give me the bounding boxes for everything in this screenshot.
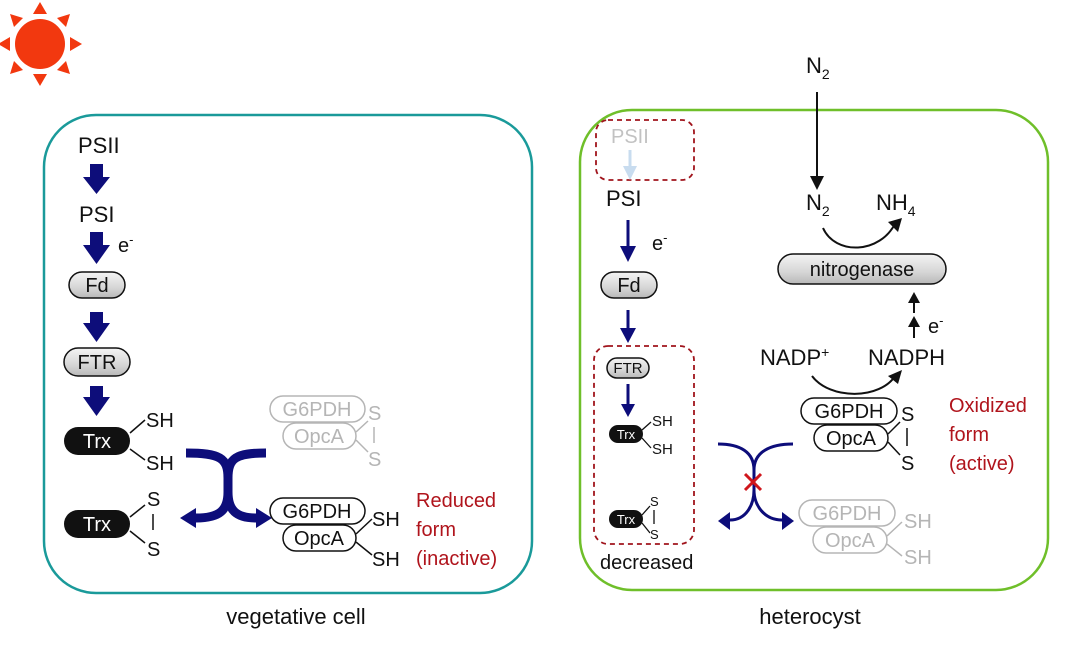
nitrogenase-enzyme: nitrogenase [777,253,947,285]
svg-text:G6PDH: G6PDH [283,501,352,523]
oxidized-form-label: Oxidized form (active) [949,395,1027,475]
svg-text:OpcA: OpcA [826,428,877,450]
svg-text:nitrogenase: nitrogenase [810,259,915,281]
psi-label: PSI [79,202,114,227]
ftr-protein: FTR [63,347,131,377]
svg-text:SH: SH [372,509,400,531]
psi-label-heterocyst: PSI [606,186,641,211]
g6pdh-opca-reduced: G6PDH OpcA SH SH [269,497,400,571]
svg-text:S: S [650,494,659,509]
disulfide-s-2: S [147,539,160,561]
svg-text:SH: SH [652,441,673,458]
svg-text:SH: SH [372,549,400,571]
g6pdh-opca-oxidized-faded: G6PDH OpcA S S [269,395,381,471]
reduced-form-label: Reduced form (inactive) [416,490,497,570]
svg-text:form: form [949,424,989,446]
svg-text:S: S [368,449,381,471]
fd-protein-heterocyst: Fd [600,271,658,299]
fd-protein: Fd [68,271,126,299]
heterocyst-caption: heterocyst [759,604,861,629]
svg-text:Trx: Trx [83,514,111,536]
nadp-to-nadph-arrow [811,374,897,395]
nadph-label: NADPH [868,345,945,370]
nh4-label: NH4 [876,190,916,219]
n2-external-label: N2 [806,53,830,82]
vegetative-cell-boundary [42,113,534,595]
svg-text:S: S [368,403,381,425]
trx-oxidized-heterocyst: Trx S S [609,494,659,542]
svg-text:SH: SH [904,547,932,569]
blocked-cross-icon [743,472,763,492]
svg-text:Reduced: Reduced [416,490,496,512]
thiol-sh-2: SH [146,453,174,475]
sun-icon [0,2,82,86]
svg-text:S: S [901,404,914,426]
svg-text:FTR: FTR [613,360,642,377]
blocked-exchange-arrow [717,442,794,522]
svg-text:(active): (active) [949,453,1015,475]
svg-text:FTR: FTR [78,352,117,374]
psii-label: PSII [78,133,120,158]
vegetative-cell-caption: vegetative cell [226,604,365,629]
svg-text:OpcA: OpcA [294,426,345,448]
svg-text:Trx: Trx [617,427,636,442]
electron-label-nadph: e- [928,313,943,338]
trx-oxidized: Trx [64,510,130,538]
svg-text:SH: SH [652,413,673,430]
thiol-exchange-arrow [185,448,267,523]
svg-text:G6PDH: G6PDH [815,401,884,423]
trx-reduced-heterocyst: Trx SH SH [609,413,673,458]
svg-text:(inactive): (inactive) [416,548,497,570]
svg-text:Trx: Trx [617,512,636,527]
n2-to-nh4-arrow [822,221,897,249]
electron-label: e- [118,232,133,257]
svg-text:Fd: Fd [617,275,640,297]
nadp-label: NADP+ [760,344,829,370]
svg-text:OpcA: OpcA [294,528,345,550]
svg-text:S: S [650,527,659,542]
svg-text:Fd: Fd [85,275,108,297]
g6pdh-opca-oxidized-active: G6PDH OpcA S S [800,397,914,475]
svg-text:G6PDH: G6PDH [813,503,882,525]
svg-text:form: form [416,519,456,541]
psii-faded-label: PSII [611,126,649,148]
electron-arrow-nadph-nitrogenase [908,292,920,338]
svg-text:S: S [901,453,914,475]
decreased-label: decreased [600,552,693,574]
g6pdh-opca-reduced-faded: G6PDH OpcA SH SH [798,499,932,569]
thiol-sh-1: SH [146,410,174,432]
svg-text:Oxidized: Oxidized [949,395,1027,417]
thick-arrow-psii-psi [83,164,110,194]
svg-text:G6PDH: G6PDH [283,399,352,421]
thick-arrow-psi-fd [83,232,110,264]
trx-reduced: Trx [64,427,130,455]
ftr-trx-decreased-box [593,345,695,545]
faded-arrow-psii-psi [623,150,637,180]
heterocyst-boundary [578,108,1050,592]
thick-arrow-ftr-trx [83,386,110,416]
svg-text:SH: SH [904,511,932,533]
psii-decreased-box [595,119,695,181]
disulfide-s-1: S [147,489,160,511]
n2-internal-label: N2 [806,190,830,219]
svg-text:OpcA: OpcA [825,530,876,552]
electron-label-heterocyst: e- [652,230,667,255]
ftr-protein-heterocyst: FTR [606,357,650,379]
thick-arrow-fd-ftr [83,312,110,342]
svg-text:Trx: Trx [83,431,111,453]
